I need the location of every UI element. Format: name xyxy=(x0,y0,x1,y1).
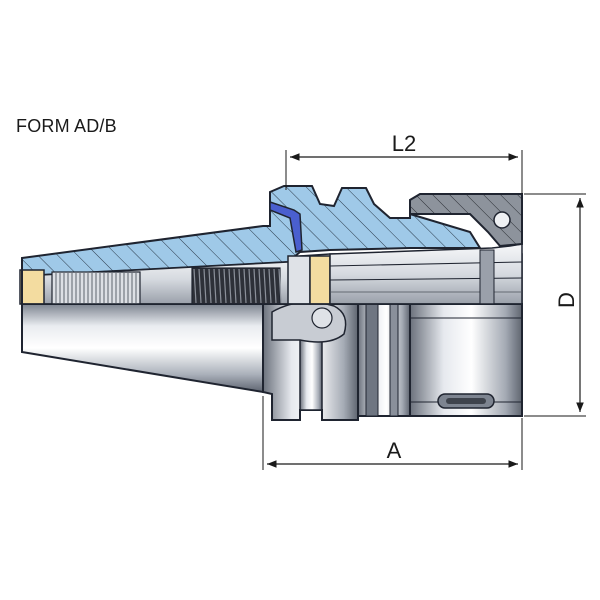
dimension-a: A xyxy=(262,396,523,470)
body-section xyxy=(21,185,482,278)
a-label: A xyxy=(387,438,402,463)
thread-tooth xyxy=(258,268,262,304)
thread-tooth xyxy=(273,268,277,304)
clamping-nut-section xyxy=(409,193,523,248)
thread-tooth xyxy=(193,268,197,304)
thread-tooth xyxy=(268,268,272,304)
thread-tooth xyxy=(248,268,252,304)
thread-tooth xyxy=(238,268,242,304)
stud-brass-left xyxy=(19,269,45,305)
taper-lower xyxy=(21,303,264,394)
blue-pin xyxy=(269,200,303,253)
thread-tooth xyxy=(208,268,212,304)
dimension-l2: L2 xyxy=(285,131,523,194)
thread-section xyxy=(191,267,282,305)
thread-tooth xyxy=(218,268,222,304)
thread-tooth xyxy=(263,268,267,304)
thread-tooth xyxy=(278,268,282,304)
exterior-lower-half xyxy=(21,301,523,421)
thread-tooth xyxy=(198,268,202,304)
thread-tooth xyxy=(203,268,207,304)
thread-tooth xyxy=(233,268,237,304)
thread-tooth xyxy=(243,268,247,304)
thread-tooth xyxy=(228,268,232,304)
stud-brass-right xyxy=(309,255,331,305)
d-label: D xyxy=(554,292,579,308)
thread-tooth xyxy=(223,268,227,304)
thread-tooth xyxy=(253,268,257,304)
bore-collar xyxy=(287,255,311,305)
section-upper-half xyxy=(19,185,523,305)
form-label: FORM AD/B xyxy=(16,116,117,136)
nut-ball xyxy=(493,211,511,229)
l2-label: L2 xyxy=(392,131,416,156)
knurl-section xyxy=(51,271,141,305)
drive-slot xyxy=(271,301,347,343)
dimension-d: D xyxy=(524,193,586,417)
thread-tooth xyxy=(213,268,217,304)
